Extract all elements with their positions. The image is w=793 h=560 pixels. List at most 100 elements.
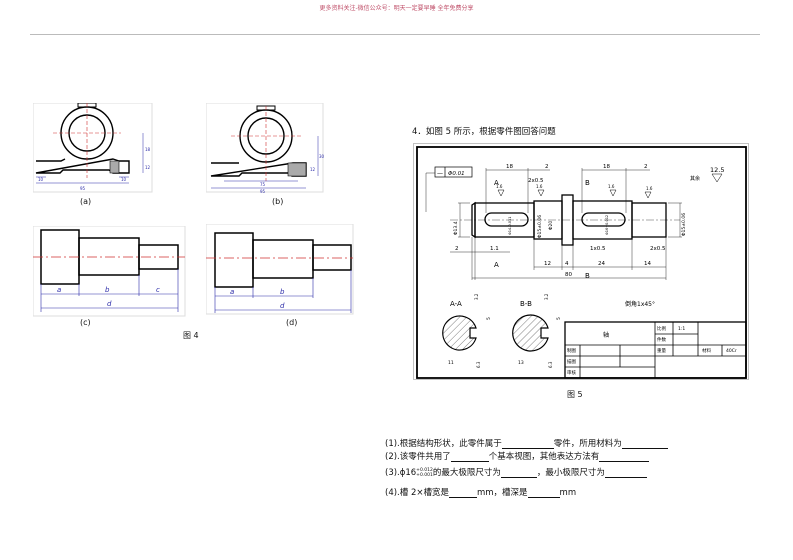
dim-12: 12 <box>544 261 551 267</box>
section-mark-a-bottom: A <box>494 261 499 269</box>
figure-5-shaft-drawing: — Φ0.01 18 2 2x0.5 18 2 1x0.5 2x0.5 2 1.… <box>413 143 749 380</box>
roughness-1.6: 1.6 <box>646 186 653 191</box>
q1-blank-1[interactable] <box>501 439 554 449</box>
roughness-3.2-aa: 3.2 <box>474 293 479 300</box>
question-2: (2).该零件共用了个基本视图，其他表达方法有 <box>385 450 650 462</box>
geometric-tolerance-frame <box>434 166 473 178</box>
dim-phi20: Φ20 <box>548 221 554 230</box>
dim-groove-2x0.5-right: 2x0.5 <box>650 246 666 252</box>
roughness-6.3-bb: 6.3 <box>548 361 553 368</box>
dim-phi15-left: Φ15±0.06 <box>537 215 543 238</box>
dim-14: 14 <box>644 261 651 267</box>
dim-2: 2 <box>455 246 459 252</box>
dim-18-right: 18 <box>603 164 610 170</box>
dim-2-left: 2 <box>545 164 549 170</box>
dim-b: b <box>105 286 110 294</box>
q4-text-2: mm，槽深是 <box>476 488 528 498</box>
q2-text-2: 个基本视图，其他表达方法有 <box>488 452 600 462</box>
roughness-rest-label: 其余 <box>690 175 700 182</box>
dim-18-left: 18 <box>506 164 513 170</box>
q3-text-2: 的最大极限尺寸为 <box>432 468 501 478</box>
dim-a: a <box>230 288 234 296</box>
dim-a: a <box>57 286 61 294</box>
dim-95: 95 <box>80 186 86 191</box>
tolerance-value: Φ0.01 <box>448 171 465 177</box>
dim-30: 30 <box>319 154 324 159</box>
figure-4c-stepped-shaft: a b c d <box>33 226 186 317</box>
question-4-intro: 4．如图 5 所示，根据零件图回答问题 <box>412 127 556 137</box>
figure-4a-bearing-block: 95 18 12 10 10 <box>33 103 153 193</box>
dim-groove-1x0.5: 1x0.5 <box>590 246 606 252</box>
q4-blank-1[interactable] <box>448 488 477 498</box>
q4-blank-2[interactable] <box>527 488 560 498</box>
q4-text: (4).槽 2×槽宽是 <box>385 488 449 498</box>
title-part-name: 轴 <box>603 331 609 339</box>
dim-1.1: 1.1 <box>490 246 499 252</box>
section-aa-title: A-A <box>450 300 462 308</box>
dim-12: 12 <box>145 165 151 170</box>
dim-24: 24 <box>598 261 605 267</box>
q1-text: (1).根据结构形状，此零件属于 <box>385 439 502 449</box>
title-scale-label: 比例 <box>657 325 666 332</box>
section-aa-depth: 5 <box>486 317 492 320</box>
chamfer-note: 倒角1x45° <box>625 300 655 308</box>
dim-2-right: 2 <box>644 164 648 170</box>
figure-4-caption: 图 4 <box>183 331 199 340</box>
section-mark-a-top: A <box>494 179 499 187</box>
dim-d: d <box>107 300 112 308</box>
q1-blank-2[interactable] <box>621 439 668 449</box>
roughness-rest-value: 12.5 <box>710 166 724 174</box>
figure-4d-label: (d) <box>286 318 298 327</box>
title-traced: 描图 <box>567 358 576 365</box>
section-bb-width: 13 <box>518 360 524 366</box>
title-drawn: 制图 <box>567 347 576 354</box>
dim-c: c <box>156 286 160 294</box>
section-bb-depth: 5 <box>556 317 562 320</box>
q3-tolerance: +0.012+0.001 <box>416 468 433 478</box>
header-divider <box>30 34 760 35</box>
roughness-6.3-aa: 6.3 <box>476 361 481 368</box>
dim-phi15-right: Φ15±0.06 <box>681 213 687 236</box>
title-checked: 审核 <box>567 369 576 376</box>
dim-phi16: Φ16+0.012 <box>605 215 609 235</box>
dim-18: 18 <box>145 147 151 152</box>
figure-5-caption: 图 5 <box>567 390 583 399</box>
figure-4d-stepped-shaft: a b d <box>206 224 354 315</box>
dim-b: b <box>280 288 285 296</box>
section-mark-b-top: B <box>585 179 590 187</box>
dim-95: 95 <box>260 189 266 193</box>
roughness-3.2-bb: 3.2 <box>544 293 549 300</box>
roughness-1.6: 1.6 <box>536 184 543 189</box>
q3-text-3: ，最小极限尺寸为 <box>536 468 605 478</box>
roughness-1.6: 1.6 <box>496 184 503 189</box>
figure-4b-label: (b) <box>272 197 284 206</box>
dim-12: 12 <box>310 167 316 172</box>
title-weight-label: 重量 <box>657 347 666 354</box>
q2-blank-1[interactable] <box>450 452 489 462</box>
question-1: (1).根据结构形状，此零件属于 零件，所用材料为 <box>385 437 668 449</box>
figure-4b-bearing-block: 75 95 30 12 <box>206 103 324 193</box>
q2-blank-2[interactable] <box>599 452 650 462</box>
dim-4: 4 <box>565 261 569 267</box>
section-aa-view <box>442 315 477 351</box>
title-block <box>564 321 747 379</box>
section-mark-b-bottom: B <box>585 272 590 280</box>
dim-d: d <box>280 302 285 310</box>
section-aa-width: 11 <box>448 360 454 366</box>
figure-4c-label: (c) <box>80 318 91 327</box>
figure-4a-label: (a) <box>80 197 92 206</box>
title-material: 40Cr <box>726 348 737 354</box>
q1-text-2: 零件，所用材料为 <box>553 439 622 449</box>
q3-blank-2[interactable] <box>604 468 647 478</box>
dim-80: 80 <box>565 272 572 278</box>
dim-75: 75 <box>260 182 266 187</box>
q3-blank-1[interactable] <box>500 468 537 478</box>
dim-10-right: 10 <box>121 177 127 182</box>
title-qty-label: 件数 <box>657 336 666 343</box>
roughness-1.6: 1.6 <box>608 184 615 189</box>
dim-phi13.4: Φ13.4 <box>453 221 459 235</box>
tol-lower: +0.001 <box>416 472 433 478</box>
